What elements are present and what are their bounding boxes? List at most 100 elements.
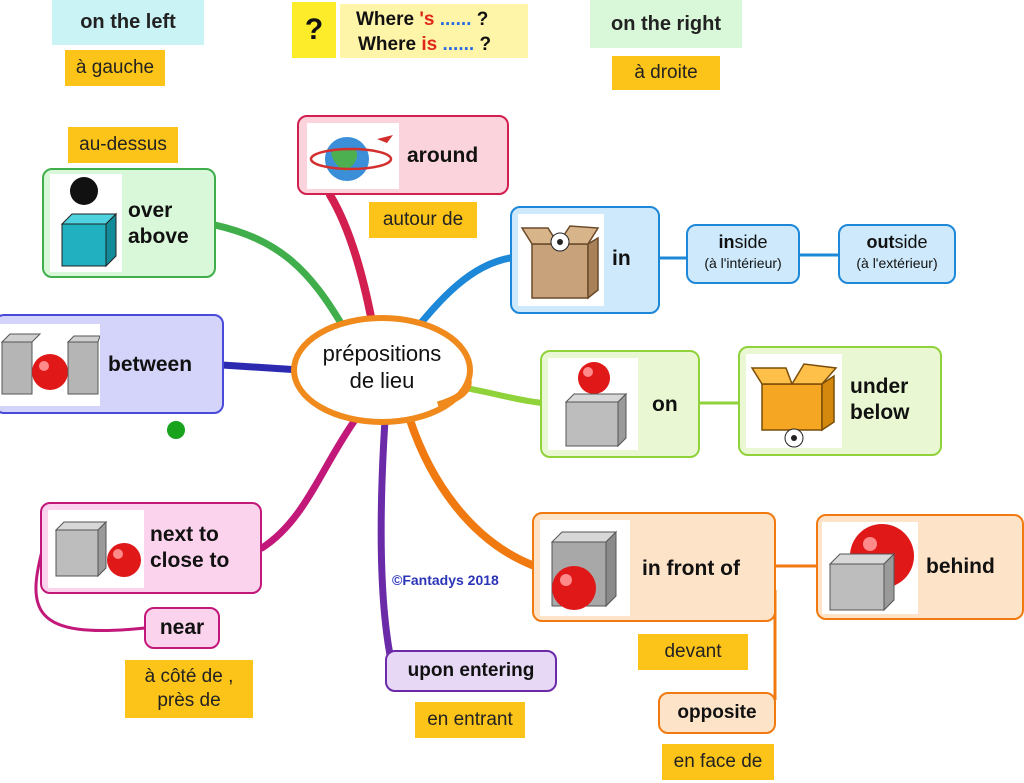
a-gauche-label: à gauche (75, 57, 155, 79)
inside-text: inside (à l'intérieur) (688, 232, 798, 274)
autour-de-tag: autour de (369, 202, 477, 238)
branch-near (34, 539, 146, 633)
question-mark: ? (304, 13, 324, 46)
between-card[interactable]: between (0, 314, 224, 414)
branch-front (406, 416, 536, 569)
upon-entering-card[interactable]: upon entering (385, 650, 557, 692)
under-picture (746, 354, 842, 448)
where-line-2: Where is ...... ? (358, 32, 491, 57)
around-label: around (407, 144, 479, 167)
en-entrant-label: en entrant (427, 709, 513, 731)
over-label: over (128, 199, 173, 222)
branch-between (218, 361, 304, 374)
in-label: in (612, 247, 631, 270)
in-front-of-card[interactable]: in front of (532, 512, 776, 622)
ball-on-cube-icon (564, 362, 628, 448)
outside-bold: out (866, 232, 895, 252)
inside-bold: in (718, 232, 735, 252)
above-label: above (128, 225, 189, 249)
a-cote-de-label: à côté de , (144, 666, 234, 688)
branch-around (326, 191, 376, 326)
en-face-de-label: en face de (673, 751, 763, 773)
next-to-text: next to close to (150, 522, 229, 575)
en-face-de-tag: en face de (662, 744, 774, 780)
where-dots-1: ...... (439, 9, 472, 30)
where-mark-2: is (421, 34, 438, 55)
en-entrant-tag: en entrant (415, 702, 525, 738)
branch-in (411, 254, 514, 334)
inside-rest: side (734, 232, 768, 252)
below-label: below (850, 401, 910, 425)
autour-de-label: autour de (382, 209, 464, 231)
in-front-of-picture (540, 520, 630, 616)
ball-next-to-cube-icon (54, 520, 141, 578)
behind-card[interactable]: behind (816, 514, 1024, 620)
where-line-1: Where 's ...... ? (356, 7, 488, 32)
inside-fr: (à l'intérieur) (704, 255, 782, 271)
branch-over (211, 221, 349, 334)
au-dessus-tag: au-dessus (68, 127, 178, 163)
under-below-card[interactable]: under below (738, 346, 942, 456)
near-label: near (159, 616, 205, 639)
next-to-picture (48, 510, 144, 588)
branch-entering (377, 416, 396, 669)
ball-between-cubes-icon (0, 333, 101, 395)
upon-entering-label: upon entering (407, 660, 535, 681)
over-above-card[interactable]: over above (42, 168, 216, 278)
opposite-card[interactable]: opposite (658, 692, 776, 734)
on-the-left-box: on the left (52, 0, 204, 45)
ball-behind-cube-icon (828, 524, 914, 612)
outside-card[interactable]: outside (à l'extérieur) (838, 224, 956, 284)
in-picture (518, 214, 604, 306)
where-word-1: Where (356, 9, 415, 30)
where-word-2: Where (358, 34, 417, 55)
branch-next (258, 416, 359, 552)
devant-tag: devant (638, 634, 748, 670)
around-card[interactable]: around (297, 115, 509, 195)
on-the-right-box: on the right (590, 0, 742, 48)
center-line-1: prépositions (322, 341, 442, 366)
a-droite-tag: à droite (612, 56, 720, 90)
a-cote-de-tag: à côté de , près de (125, 660, 253, 718)
outside-text: outside (à l'extérieur) (840, 232, 954, 274)
behind-label: behind (926, 555, 995, 578)
behind-picture (822, 522, 918, 614)
in-card[interactable]: in (510, 206, 660, 314)
ball-under-box-icon (750, 363, 838, 448)
where-end-2: ? (479, 34, 492, 55)
where-box: Where 's ...... ? Where is ...... ? (340, 4, 528, 58)
around-picture (307, 123, 399, 189)
a-gauche-tag: à gauche (65, 50, 165, 86)
outside-fr: (à l'extérieur) (856, 255, 938, 271)
over-above-text: over above (128, 198, 189, 251)
pres-de-label: près de (157, 690, 221, 711)
next-to-card[interactable]: next to close to (40, 502, 262, 594)
center-title: prépositions de lieu (300, 340, 464, 394)
on-card[interactable]: on (540, 350, 700, 458)
under-below-text: under below (850, 374, 910, 427)
between-picture (0, 324, 101, 406)
ball-above-cube-icon (60, 177, 118, 268)
close-to-label: close to (150, 549, 230, 573)
outside-rest: side (894, 232, 928, 252)
on-picture (548, 358, 638, 450)
a-droite-label: à droite (634, 62, 698, 84)
where-end-1: ? (476, 9, 489, 30)
next-to-label: next to (150, 523, 219, 546)
globe-plane-icon (309, 135, 393, 181)
near-card[interactable]: near (144, 607, 220, 649)
opposite-label: opposite (677, 702, 757, 723)
inside-card[interactable]: inside (à l'intérieur) (686, 224, 800, 284)
where-mark-1: 's (419, 9, 435, 30)
devant-label: devant (664, 641, 722, 663)
question-box: ? (292, 2, 336, 58)
green-dot (167, 421, 185, 439)
between-label: between (108, 353, 193, 376)
ball-in-front-of-cube-icon (550, 530, 618, 610)
copyright-text: ©Fantadys 2018 (392, 572, 499, 588)
under-label: under (850, 375, 909, 398)
ball-in-box-icon (520, 225, 600, 300)
center-line-2: de lieu (349, 368, 415, 393)
branch-on (462, 385, 545, 406)
in-front-of-label: in front of (642, 557, 740, 580)
